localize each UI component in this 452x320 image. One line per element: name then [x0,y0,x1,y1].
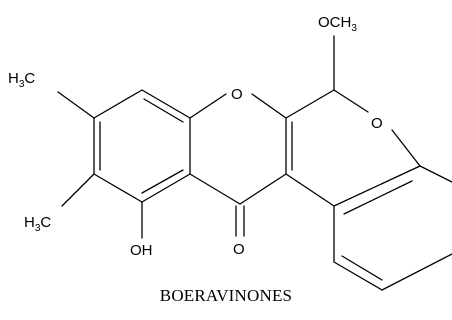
substituent-bonds [57,35,335,239]
methyl-bottom-label: H3C [24,214,51,234]
methyl-top-label: H3C [8,70,35,90]
ring-a [93,89,191,203]
ring-d [333,165,452,291]
ring-b [189,93,293,205]
compound-name-caption: BOERAVINONES [159,286,293,305]
methoxy-label: OCH3 [318,14,357,34]
ring-oxygen-2-label: O [371,115,383,132]
ring-oxygen-1-label: O [231,86,243,103]
hydroxyl-label: OH [130,242,153,259]
carbonyl-oxygen-label: O [233,241,245,258]
ring-c [285,89,421,263]
